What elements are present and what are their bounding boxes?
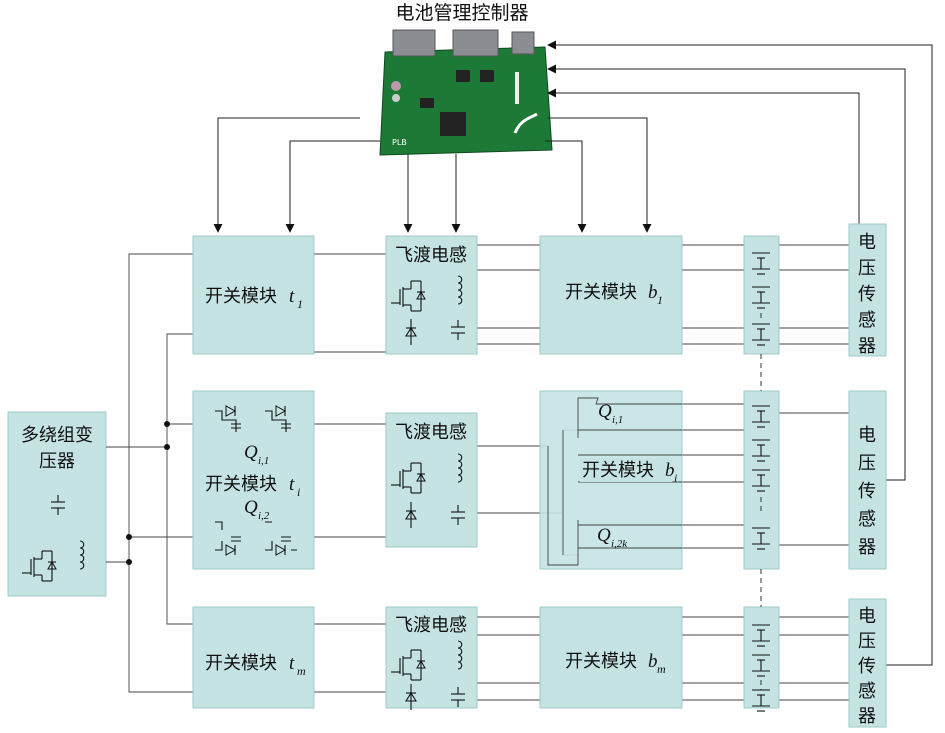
- switch-b1-sub: 1: [657, 293, 663, 307]
- bms-controller-board: PLB: [379, 29, 553, 156]
- switch-module-b1: 开关模块 b 1: [539, 235, 683, 355]
- voltage-sensor-m: 电 压 传 感 器: [848, 598, 887, 728]
- control-wires: [213, 40, 933, 666]
- pcb-silkscreen: PLB: [392, 138, 407, 147]
- q-left-1-sub: i,1: [258, 455, 269, 467]
- sensor1-char-0: 电: [858, 232, 876, 253]
- battery-column: [743, 235, 780, 712]
- flying-inductor-i-label: 飞渡电感: [395, 422, 467, 443]
- sensor1-char-3: 感: [858, 310, 876, 331]
- flying-inductor-1-label: 飞渡电感: [395, 245, 467, 266]
- flying-inductor-1: 飞渡电感: [385, 235, 478, 355]
- sensor3-char-2: 传: [858, 656, 876, 677]
- switch-tm-label: 开关模块: [205, 653, 277, 674]
- switch-bi-sub: i: [674, 471, 677, 485]
- switch-t1-label: 开关模块: [205, 286, 277, 307]
- transformer-label-1: 多绕组变: [21, 425, 93, 446]
- switch-bm-letter: b: [648, 651, 658, 672]
- sensor2-char-0: 电: [858, 425, 876, 446]
- q-right-1-sub: i,1: [612, 414, 623, 426]
- sensor1-char-2: 传: [858, 284, 876, 305]
- switch-module-bi: Q i,1 开关模块 b i Q i,2k: [539, 390, 683, 570]
- switch-tm-sub: m: [297, 664, 306, 678]
- controller-title: 电池管理控制器: [395, 2, 528, 24]
- flying-inductor-i: 飞渡电感: [385, 412, 478, 548]
- sensor3-char-4: 器: [858, 706, 876, 727]
- flying-inductor-m: 飞渡电感: [385, 606, 478, 711]
- sensor2-char-2: 传: [858, 481, 876, 502]
- sensor3-char-0: 电: [858, 606, 876, 627]
- switch-module-ti: Q i,1 开关模块 t i Q i,2: [192, 390, 315, 570]
- voltage-sensor-1: 电 压 传 感 器: [848, 223, 887, 357]
- switch-module-bm: 开关模块 b m: [539, 606, 683, 709]
- switch-tm-letter: t: [289, 653, 295, 674]
- switch-ti-sub: i: [297, 485, 300, 499]
- switch-bm-sub: m: [657, 662, 666, 676]
- switch-bm-label: 开关模块: [565, 651, 637, 672]
- switch-bi-letter: b: [665, 460, 675, 481]
- transformer-label-2: 压器: [39, 451, 75, 472]
- sensor2-char-4: 器: [858, 537, 876, 558]
- q-left-2-letter: Q: [244, 497, 258, 518]
- transformer: 多绕组变 压器: [7, 411, 107, 597]
- q-left-2-sub: i,2: [258, 510, 270, 522]
- switch-b1-label: 开关模块: [565, 282, 637, 303]
- switch-module-tm: 开关模块 t m: [192, 606, 315, 709]
- q-left-1-letter: Q: [244, 442, 258, 463]
- q-right-2-letter: Q: [597, 525, 611, 546]
- switch-ti-label: 开关模块: [205, 474, 277, 495]
- sensor2-char-3: 感: [858, 509, 876, 530]
- q-right-1-letter: Q: [598, 401, 612, 422]
- switch-module-t1: 开关模块 t 1: [192, 235, 315, 355]
- sensor3-char-3: 感: [858, 681, 876, 702]
- voltage-sensor-i: 电 压 传 感 器: [848, 390, 887, 570]
- sensor1-char-1: 压: [858, 258, 876, 279]
- sensor3-char-1: 压: [858, 631, 876, 652]
- switch-ti-letter: t: [289, 474, 295, 495]
- q-right-2-sub: i,2k: [611, 538, 628, 550]
- switch-t1-letter: t: [289, 286, 295, 307]
- sensor2-char-1: 压: [858, 453, 876, 474]
- switch-t1-sub: 1: [297, 297, 303, 311]
- flying-inductor-m-label: 飞渡电感: [395, 615, 467, 636]
- switch-b1-letter: b: [648, 282, 658, 303]
- switch-bi-label: 开关模块: [582, 460, 654, 481]
- sensor1-char-4: 器: [858, 336, 876, 357]
